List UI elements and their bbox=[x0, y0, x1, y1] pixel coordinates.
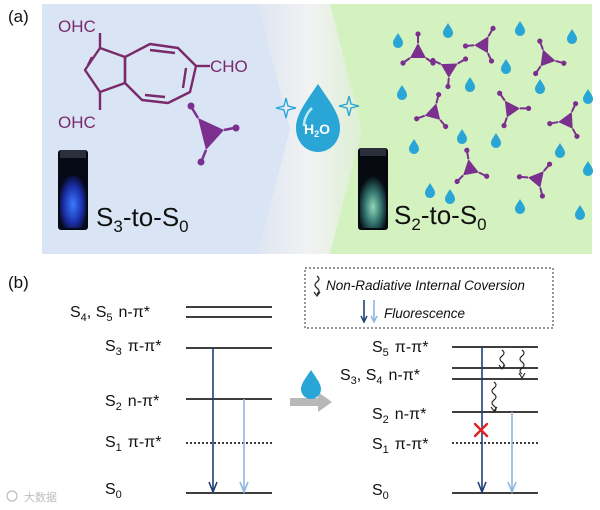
water-droplet-icon bbox=[296, 84, 340, 152]
network-linker-triangle bbox=[430, 56, 469, 90]
legend-nonradiative-text: Non-Radiative Internal Coversion bbox=[326, 278, 525, 293]
network-water-droplet-icon bbox=[515, 21, 525, 36]
network-water-droplet-icon bbox=[397, 85, 407, 100]
network-linker-triangle bbox=[533, 38, 567, 77]
watermark: 大数据 bbox=[6, 490, 57, 504]
wavy-arrow-icon bbox=[499, 349, 505, 369]
watermark-logo-icon bbox=[6, 490, 18, 502]
arrowhead-dark bbox=[477, 481, 487, 495]
blocked-cross-icon bbox=[473, 422, 489, 438]
network-linker-triangle bbox=[516, 161, 553, 199]
network-water-droplet-icon bbox=[575, 205, 585, 220]
hydration-arrow bbox=[290, 392, 332, 412]
formyl-group-top: OHC bbox=[58, 17, 96, 36]
water-droplet-small-icon bbox=[301, 370, 321, 399]
network-water-droplet-icon bbox=[457, 129, 467, 144]
network-linker-triangle bbox=[462, 25, 496, 64]
network-water-droplet-icon bbox=[491, 133, 501, 148]
network-water-droplet-icon bbox=[515, 199, 525, 214]
legend-fluorescence-text: Fluorescence bbox=[384, 306, 465, 321]
network-water-droplet-icon bbox=[465, 77, 475, 92]
network-linker-triangle bbox=[454, 147, 490, 185]
network-water-droplet-icon bbox=[555, 143, 565, 158]
network-water-droplet-icon bbox=[567, 29, 577, 44]
arrowhead-dark bbox=[208, 481, 218, 495]
watermark-text: 大数据 bbox=[24, 490, 57, 504]
formyl-group-bottom: OHC bbox=[58, 113, 96, 132]
network-water-droplet-icon bbox=[583, 89, 593, 104]
left-energy-diagram bbox=[186, 306, 272, 494]
network-water-droplet-icon bbox=[409, 139, 419, 154]
network-linker-triangle bbox=[414, 92, 449, 130]
hydrated-network-illustration bbox=[393, 21, 593, 220]
right-energy-diagram bbox=[452, 346, 538, 494]
panel-a-right-background bbox=[330, 4, 592, 254]
water-formula-label: H2O bbox=[304, 121, 330, 139]
network-water-droplet-icon bbox=[445, 189, 455, 204]
network-linker-triangle bbox=[497, 90, 532, 129]
right-label-s0: S0 bbox=[372, 482, 389, 502]
panel-a-tag: (a) bbox=[8, 7, 29, 26]
network-water-droplet-icon bbox=[393, 33, 403, 48]
panel-b-tag: (b) bbox=[8, 273, 29, 292]
network-water-droplet-icon bbox=[501, 59, 511, 74]
network-linker-triangle bbox=[547, 101, 580, 139]
vial-blue-emission bbox=[58, 150, 88, 230]
triangle-linker-icon bbox=[187, 102, 240, 166]
formyl-group-right: CHO bbox=[210, 57, 248, 76]
wavy-arrow-icon bbox=[314, 275, 320, 295]
network-water-droplet-icon bbox=[443, 23, 453, 38]
sparkle-icon bbox=[275, 95, 360, 119]
arrowhead-light bbox=[507, 481, 517, 495]
internal-conversion-arrows bbox=[490, 349, 526, 413]
left-transition-label: S3-to-S0 bbox=[96, 202, 189, 236]
wavy-arrow-icon bbox=[491, 381, 497, 413]
panel-a-left-background bbox=[42, 4, 290, 254]
wavy-arrow-icon bbox=[519, 349, 525, 375]
network-water-droplet-icon bbox=[583, 161, 593, 176]
network-water-droplet-icon bbox=[425, 183, 435, 198]
legend-box: Non-Radiative Internal Coversion Fluores… bbox=[304, 267, 554, 329]
vial-green-emission bbox=[358, 148, 388, 230]
left-label-s0: S0 bbox=[105, 481, 122, 501]
right-transition-label: S2-to-S0 bbox=[394, 200, 487, 234]
panel-a-frame bbox=[42, 4, 592, 254]
network-water-droplet-icon bbox=[535, 79, 545, 94]
azulene-molecule bbox=[83, 33, 210, 110]
arrowhead-light bbox=[239, 481, 249, 495]
